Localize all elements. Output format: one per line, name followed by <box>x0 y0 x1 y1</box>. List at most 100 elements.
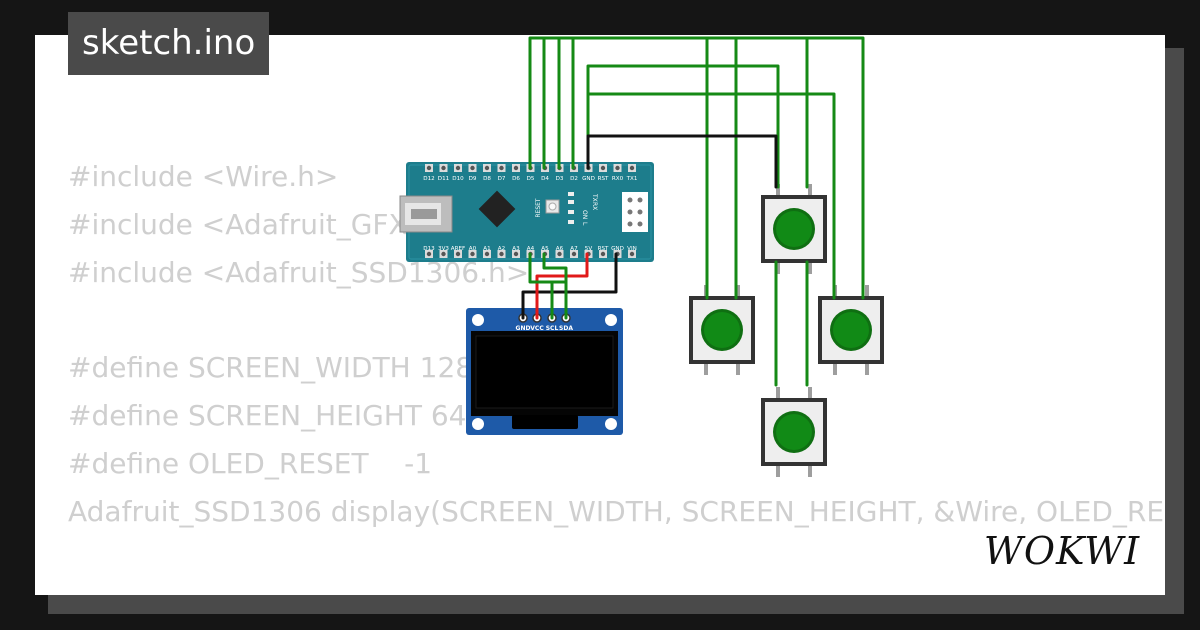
bottom-pin-hole <box>470 251 475 257</box>
button-leg <box>736 363 740 375</box>
button-cap[interactable] <box>833 312 869 348</box>
top-pin-hole <box>499 165 504 171</box>
bottom-pin-label: A6 <box>556 246 564 252</box>
bottom-pin-label: AREF <box>451 246 465 252</box>
button-leg <box>776 184 780 196</box>
button-leg <box>704 363 708 375</box>
bottom-pin-label: 3V3 <box>438 246 449 252</box>
button-cap[interactable] <box>704 312 740 348</box>
bottom-pin-hole <box>600 251 606 257</box>
top-pin-label: D7 <box>498 176 506 182</box>
reset-button[interactable] <box>545 199 560 214</box>
side-label: L <box>581 222 588 226</box>
wires <box>521 36 865 387</box>
reset-label: RESET <box>535 198 542 218</box>
pushbutton-down[interactable] <box>761 387 827 477</box>
top-pin-label: D4 <box>541 176 549 182</box>
usb-connector-icon <box>399 195 453 233</box>
pushbutton-right[interactable] <box>818 285 884 375</box>
button-cap[interactable] <box>776 211 812 247</box>
button-leg <box>865 363 869 375</box>
side-label: TX <box>591 193 598 202</box>
button-leg <box>808 184 812 196</box>
button-leg <box>776 262 780 274</box>
bottom-pin-label: A2 <box>498 246 505 252</box>
bottom-pin-label: A7 <box>570 246 578 252</box>
sketch-title: sketch.ino <box>68 12 270 75</box>
oled-display[interactable]: GND VCC SCL SDA <box>466 308 623 435</box>
oled-pin-label: VCC <box>530 325 544 332</box>
top-pin-hole <box>484 165 490 171</box>
oled-pin-label: GND <box>516 325 531 332</box>
top-pin-hole <box>470 165 475 171</box>
bottom-pin-label: A4 <box>527 246 535 252</box>
bottom-pin-hole <box>499 251 504 257</box>
pushbutton-up[interactable] <box>761 184 827 274</box>
button-leg <box>736 285 740 297</box>
wire-gnd-oled[interactable] <box>521 252 618 320</box>
wire-gnd-up-button[interactable] <box>586 134 778 189</box>
top-pin-label: D8 <box>483 176 491 182</box>
code-line: #define SCREEN_HEIGHT 64 <box>68 398 467 432</box>
bottom-pin-label: VIN <box>627 246 637 252</box>
button-leg <box>776 387 780 399</box>
button-leg <box>865 285 869 297</box>
bottom-pin-hole <box>484 251 490 257</box>
top-pin-label: D2 <box>570 176 578 182</box>
side-label: ON <box>581 210 588 219</box>
wire-5v-vcc[interactable] <box>535 252 589 320</box>
button-cap[interactable] <box>776 414 812 450</box>
wokwi-logo-text: WOKWI <box>984 529 1140 573</box>
led-rx-icon <box>568 200 574 204</box>
bottom-pin-label: RST <box>598 246 609 252</box>
code-line: #include <Wire.h> <box>68 160 339 193</box>
button-leg <box>808 465 812 477</box>
top-pin-label: RX0 <box>612 176 624 182</box>
bottom-pin-hole <box>426 251 432 257</box>
microcontroller-chip-icon <box>478 190 516 228</box>
button-leg <box>833 363 837 375</box>
bottom-pin-label: A5 <box>541 246 549 252</box>
top-pin-label: D11 <box>438 176 450 182</box>
top-pin-hole <box>455 165 461 171</box>
bottom-pin-label: 5V <box>585 246 593 252</box>
bottom-pin-hole <box>513 251 519 257</box>
led-tx-icon <box>568 192 574 196</box>
pushbutton-left[interactable] <box>689 285 755 375</box>
wire-gnd-right-button[interactable] <box>586 92 836 300</box>
top-pin-label: D5 <box>527 176 535 182</box>
code-line: #define OLED_RESET -1 <box>68 446 433 480</box>
top-pin-hole <box>426 165 432 171</box>
top-pin-hole <box>441 165 446 171</box>
bottom-pin-hole <box>629 251 635 257</box>
top-pin-hole <box>615 165 620 171</box>
top-pin-label: TX1 <box>626 176 638 182</box>
code-line: #define button_up_pin 4 <box>68 583 1165 595</box>
icsp-header <box>622 192 648 232</box>
bottom-pin-hole <box>571 251 577 257</box>
top-pin-label: D9 <box>469 176 477 182</box>
top-pin-label: RST <box>598 176 609 182</box>
code-line: Adafruit_SSD1306 display(SCREEN_WIDTH, S… <box>68 494 1165 528</box>
top-pin-label: D6 <box>512 176 520 182</box>
side-label: RX <box>591 202 598 210</box>
bottom-pin-label: GND <box>611 246 624 252</box>
led-on-icon <box>568 210 574 214</box>
top-pin-hole <box>513 165 519 171</box>
code-line: #define SCREEN_WIDTH 128 <box>68 351 474 385</box>
wire-a4-sda[interactable] <box>528 252 568 320</box>
wire-d2-right-button[interactable] <box>571 36 865 300</box>
oled-pin-label: SDA <box>559 325 573 332</box>
bottom-pin-label: A0 <box>469 246 477 252</box>
top-pin-label: D10 <box>452 176 464 182</box>
led-l-icon <box>568 220 574 224</box>
top-pin-hole <box>600 165 606 171</box>
top-pin-hole <box>629 165 635 171</box>
wire-a5-scl[interactable] <box>542 252 568 320</box>
bottom-pin-hole <box>441 251 446 257</box>
bottom-pin-hole <box>455 251 461 257</box>
top-pin-label: D12 <box>423 176 434 182</box>
